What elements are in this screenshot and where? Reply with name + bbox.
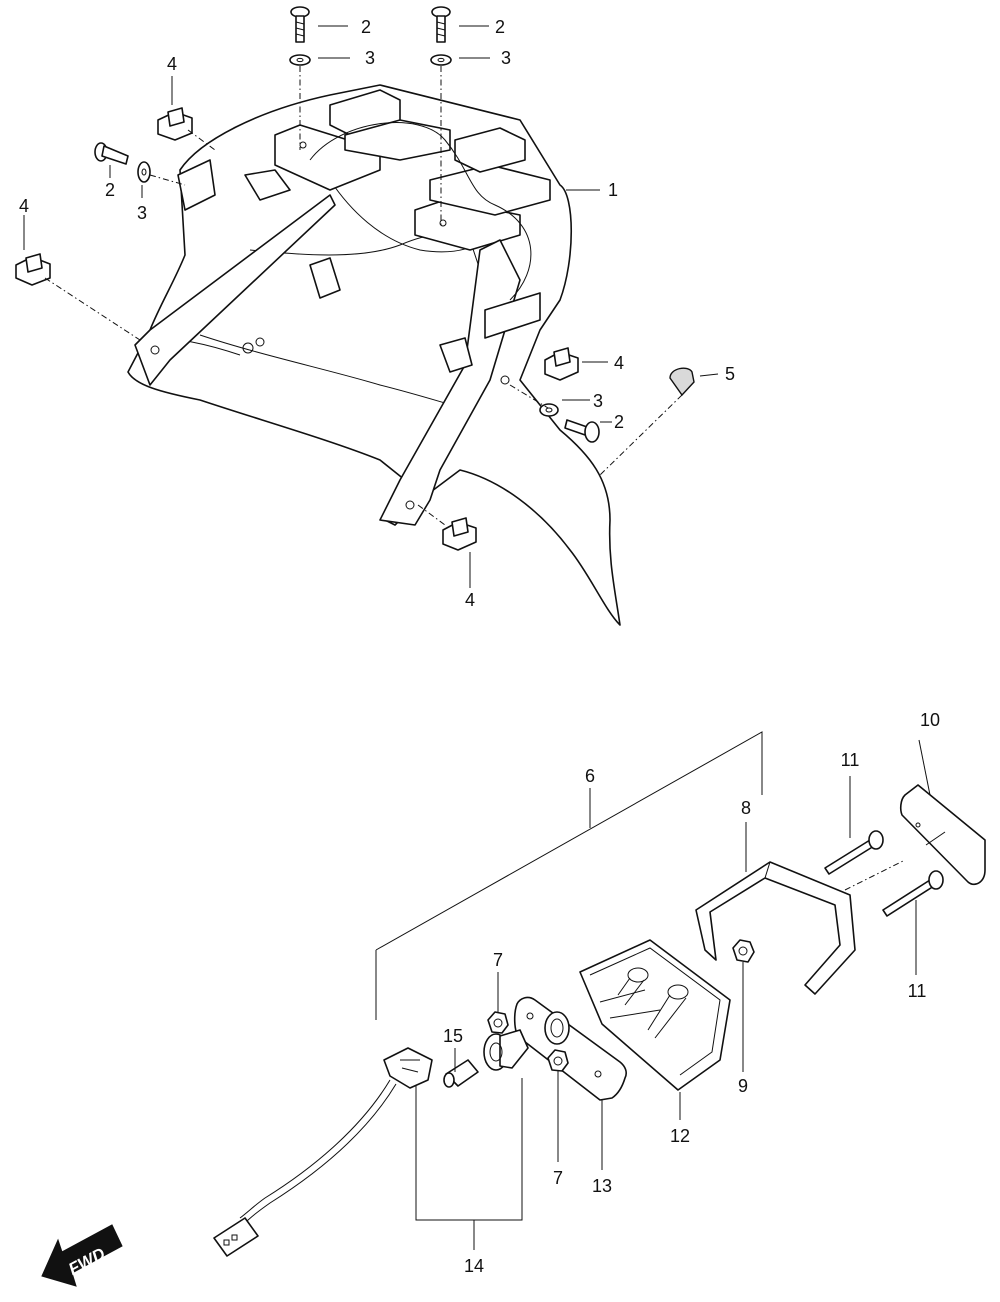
screw-2-right [564, 419, 600, 443]
nut-7-upper [487, 1011, 509, 1034]
wire-harness [213, 1047, 433, 1257]
washer-3-right [539, 403, 559, 417]
clip-nut-4-right [544, 347, 579, 381]
screw-2-top-left [290, 6, 310, 43]
clip-nut-4-upper-left [157, 107, 193, 141]
callout-3-left: 3 [136, 203, 148, 223]
callout-11-upper: 11 [840, 750, 860, 770]
light-case-12 [579, 939, 731, 1091]
screw-2-top-right [431, 6, 451, 43]
lens-10 [899, 784, 986, 886]
callout-13: 13 [591, 1176, 613, 1196]
callout-4-right: 4 [613, 353, 625, 373]
callout-2-top-right: 2 [494, 17, 506, 37]
clip-nut-4-bottom [442, 517, 477, 551]
screw-11-lower [882, 870, 944, 917]
screw-11-upper [824, 830, 884, 875]
callout-4-far-left: 4 [18, 196, 30, 216]
callout-14: 14 [463, 1256, 485, 1276]
washer-3-top-right [430, 54, 452, 66]
callout-2-left: 2 [104, 180, 116, 200]
rear-fender [127, 84, 621, 626]
callout-11-lower: 11 [907, 981, 927, 1001]
gasket-13 [513, 996, 627, 1101]
callout-10: 10 [919, 710, 941, 730]
callout-3-top-left: 3 [364, 48, 376, 68]
callout-4-bottom: 4 [464, 590, 476, 610]
callout-6: 6 [584, 766, 596, 786]
washer-3-left [137, 161, 151, 183]
bulb-15 [443, 1059, 479, 1088]
callout-7-lower: 7 [552, 1168, 564, 1188]
callout-4-upper-left: 4 [166, 54, 178, 74]
callout-15: 15 [442, 1026, 464, 1046]
callout-5: 5 [724, 364, 736, 384]
nut-7-lower [547, 1049, 569, 1072]
callout-3-top-right: 3 [500, 48, 512, 68]
clip-nut-4-far-left [15, 253, 51, 286]
lamp-socket-14 [483, 1029, 529, 1071]
nut-9 [732, 939, 755, 963]
callout-8: 8 [740, 798, 752, 818]
callout-9: 9 [737, 1076, 749, 1096]
fwd-arrow-icon: FWD [41, 1224, 123, 1287]
cover-8 [695, 861, 856, 995]
callout-2-top-left: 2 [360, 17, 372, 37]
callout-12: 12 [669, 1126, 691, 1146]
callout-1: 1 [607, 180, 619, 200]
callout-2-right: 2 [613, 412, 625, 432]
reflector-cap-5 [669, 367, 695, 397]
callout-7-upper: 7 [492, 950, 504, 970]
washer-3-top-left [289, 54, 311, 66]
callout-3-right: 3 [592, 391, 604, 411]
screw-2-left [94, 142, 129, 165]
